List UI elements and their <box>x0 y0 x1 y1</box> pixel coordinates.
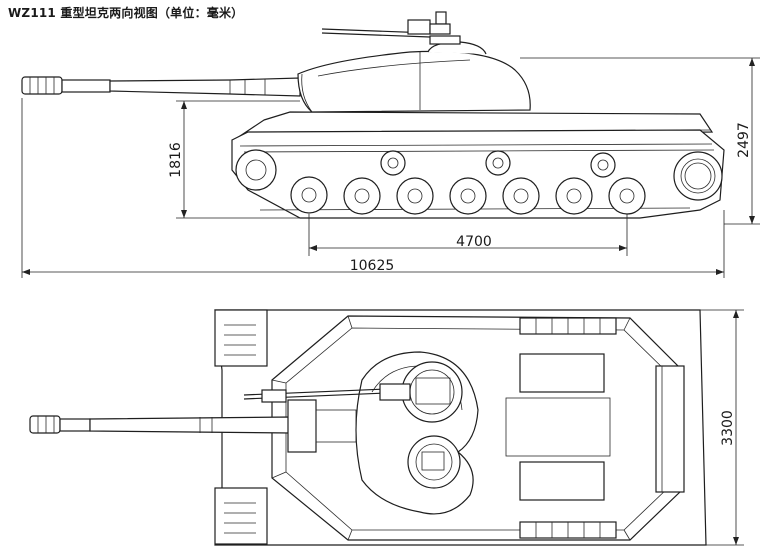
dim-height: 2497 <box>520 57 760 225</box>
top-machine-gun <box>243 383 411 403</box>
dim-width-label: 3300 <box>720 410 736 446</box>
side-view: 10625 4700 1816 2497 <box>21 11 760 278</box>
side-turret <box>297 11 531 113</box>
dim-hull-height-label: 1816 <box>168 142 184 178</box>
dim-wheelbase-label: 4700 <box>456 234 492 250</box>
side-road-wheels <box>290 176 646 215</box>
dim-overall-length-label: 10625 <box>350 258 395 274</box>
dim-wheelbase: 4700 <box>308 214 628 256</box>
top-front-fenders <box>214 309 268 545</box>
dim-width: 3300 <box>700 309 744 546</box>
dim-overall-length: 10625 <box>21 98 725 278</box>
drawing-title: WZ111 重型坦克两向视图（单位：毫米） <box>8 6 244 20</box>
side-gun-barrel <box>21 76 301 97</box>
side-return-rollers <box>380 150 616 178</box>
top-engine-grilles <box>505 353 611 501</box>
top-view: 3300 <box>29 309 744 546</box>
dim-hull-height: 1816 <box>168 100 300 219</box>
top-rear-panels <box>519 317 685 539</box>
top-gun-barrel <box>29 399 357 453</box>
side-idler-wheel <box>235 149 277 191</box>
dim-height-label: 2497 <box>736 122 752 158</box>
top-turret <box>355 351 479 515</box>
side-drive-sprocket <box>673 151 723 201</box>
